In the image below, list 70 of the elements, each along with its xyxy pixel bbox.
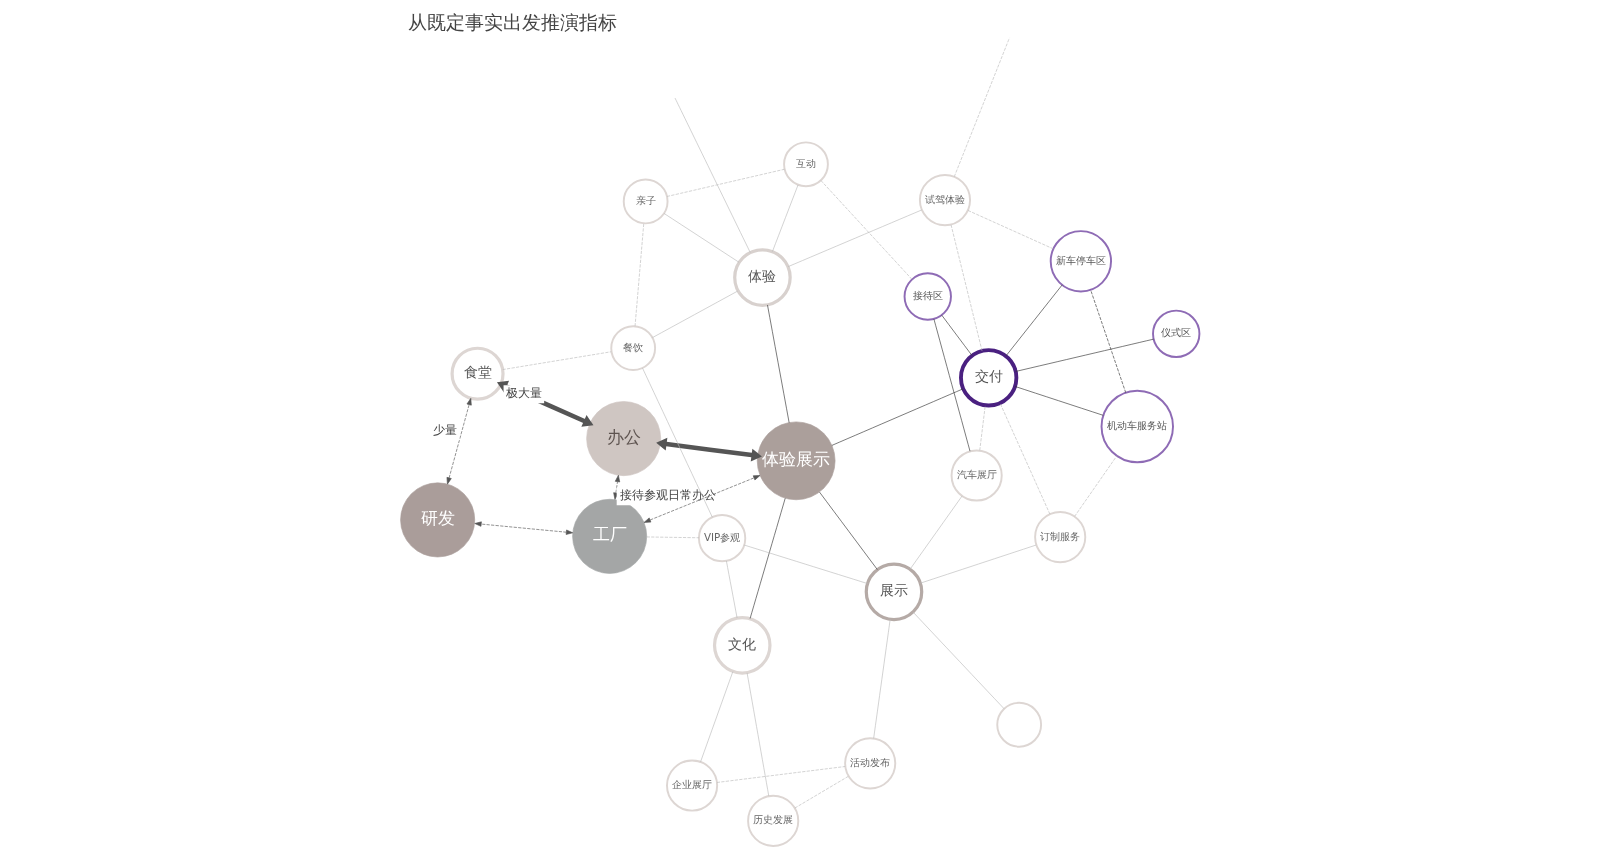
connector — [743, 544, 868, 584]
node-circle: 体验展示 — [756, 421, 836, 501]
edge-label: 极大量 — [506, 386, 543, 401]
node-circle: 文化 — [712, 616, 772, 675]
arrow — [656, 437, 762, 462]
connector — [1014, 386, 1104, 416]
node-circle: 办公 — [586, 401, 662, 476]
connector — [979, 405, 986, 451]
connector — [746, 672, 770, 797]
connector — [502, 351, 612, 370]
node-circle — [996, 701, 1043, 748]
connector — [873, 619, 891, 739]
diagram-title: 从既定事实出发推演指标 — [407, 11, 617, 35]
connector — [920, 544, 1037, 584]
connector — [909, 495, 963, 570]
connector — [1005, 284, 1063, 357]
edge-label: 少量 — [433, 423, 458, 438]
connector — [999, 402, 1051, 515]
connector — [767, 304, 790, 423]
connector — [652, 290, 739, 338]
arrow — [496, 380, 594, 427]
node-circle: 活动发布 — [844, 737, 897, 790]
node-circle: 试驾体验 — [918, 174, 972, 227]
connector — [794, 775, 849, 809]
edge-label: 接待参观日常办公 — [619, 488, 716, 503]
connector — [674, 97, 751, 253]
node-circle: 仪式区 — [1152, 309, 1201, 359]
node-circle: 企业展厅 — [666, 759, 719, 812]
node-circle: 汽车展厅 — [950, 449, 1003, 502]
node-circle: 历史发展 — [747, 794, 800, 847]
node-circle: 研发 — [400, 482, 476, 558]
connector — [933, 318, 971, 452]
connector — [912, 611, 1005, 710]
arrow — [474, 521, 574, 535]
node-circle: 互动 — [783, 141, 829, 188]
node-circle: VIP参观 — [697, 514, 747, 563]
node-circle: 餐饮 — [610, 325, 657, 372]
node-circle: 亲子 — [622, 178, 669, 225]
connector — [666, 168, 785, 197]
connector — [787, 209, 922, 267]
node-circle: 新车停车区 — [1049, 230, 1112, 293]
connector — [1090, 289, 1127, 393]
connector — [634, 223, 645, 327]
node-circle: 体验 — [733, 248, 792, 307]
connector — [726, 560, 738, 619]
connector — [1015, 338, 1154, 372]
connector — [950, 224, 983, 352]
arrow — [613, 474, 621, 500]
connector — [646, 536, 700, 539]
connector — [700, 671, 734, 763]
connector — [663, 213, 740, 263]
node-circle: 食堂 — [450, 346, 505, 401]
connector — [642, 367, 713, 518]
arrow — [643, 475, 761, 523]
connector — [831, 388, 964, 446]
arrow — [446, 398, 472, 485]
node-circle: 接待区 — [903, 272, 952, 321]
connector — [953, 37, 1010, 177]
connector — [941, 314, 973, 356]
connector — [819, 491, 878, 570]
connector — [1074, 455, 1118, 517]
connector — [820, 180, 913, 280]
node-circle: 展示 — [864, 562, 924, 622]
connector — [716, 766, 846, 783]
connector — [749, 497, 786, 619]
node-circle: 机动车服务站 — [1100, 389, 1174, 464]
connector — [772, 184, 799, 252]
node-circle: 订制服务 — [1034, 511, 1087, 564]
node-circle: 交付 — [959, 348, 1019, 408]
connector — [967, 210, 1054, 250]
